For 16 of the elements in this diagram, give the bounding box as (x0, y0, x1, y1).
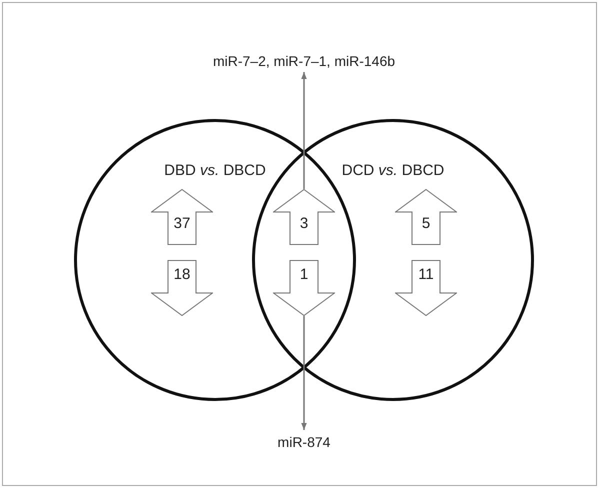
up-arrow-shape (273, 189, 335, 245)
up-arrow-shape (151, 189, 213, 245)
up-arrow-shape (395, 189, 457, 245)
count-number: 5 (420, 215, 432, 232)
down-arrow-shape (273, 260, 335, 316)
down-arrow-shape (151, 260, 213, 316)
count-number: 1 (298, 266, 310, 283)
arrow (301, 72, 307, 189)
count-number: 3 (298, 215, 310, 232)
count-number: 37 (172, 215, 192, 232)
count-number: 18 (172, 266, 192, 283)
count-number: 11 (417, 266, 435, 283)
down-arrow-shape (395, 260, 457, 316)
arrow (301, 316, 307, 430)
mirna-label: miR-874 (244, 430, 364, 454)
mirna-label: miR-7–2, miR-7–1, miR-146b (194, 50, 414, 72)
